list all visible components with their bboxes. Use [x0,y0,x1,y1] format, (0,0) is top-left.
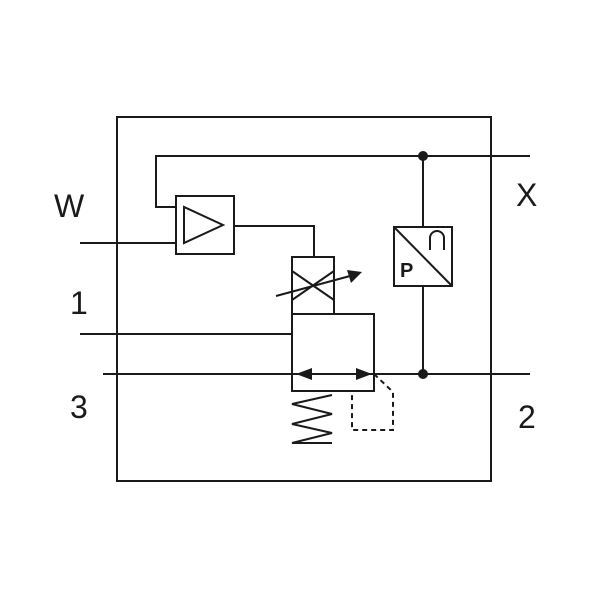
port-label-w: W [54,188,85,224]
port-label-x: X [516,177,537,213]
port-label-3: 3 [70,389,88,425]
port-label-1: 1 [70,285,88,321]
variable-arrow-shaft [275,275,351,297]
variable-arrow-head-icon [347,270,362,283]
port-label-2: 2 [518,399,536,435]
sensor-letter: P [400,260,413,282]
amplifier-block [175,195,235,255]
pressure-sensor-icon: P [393,226,453,287]
sensor-diagonal [393,226,453,287]
housing-boundary [116,116,492,482]
amplifier-output-line [234,225,315,257]
valve-envelope [291,313,375,392]
sensor-output-symbol-icon [429,230,445,250]
spring-icon [291,394,333,444]
proportional-solenoid-icon [275,256,362,315]
sensor-box [393,226,453,287]
junction-dot-bottom [418,369,428,379]
feedback-line-x [155,155,530,208]
junction-dot-top [418,151,428,161]
pilot-line-dashed [351,373,394,431]
valve-body [291,313,375,392]
amplifier-triangle-icon [183,205,226,245]
